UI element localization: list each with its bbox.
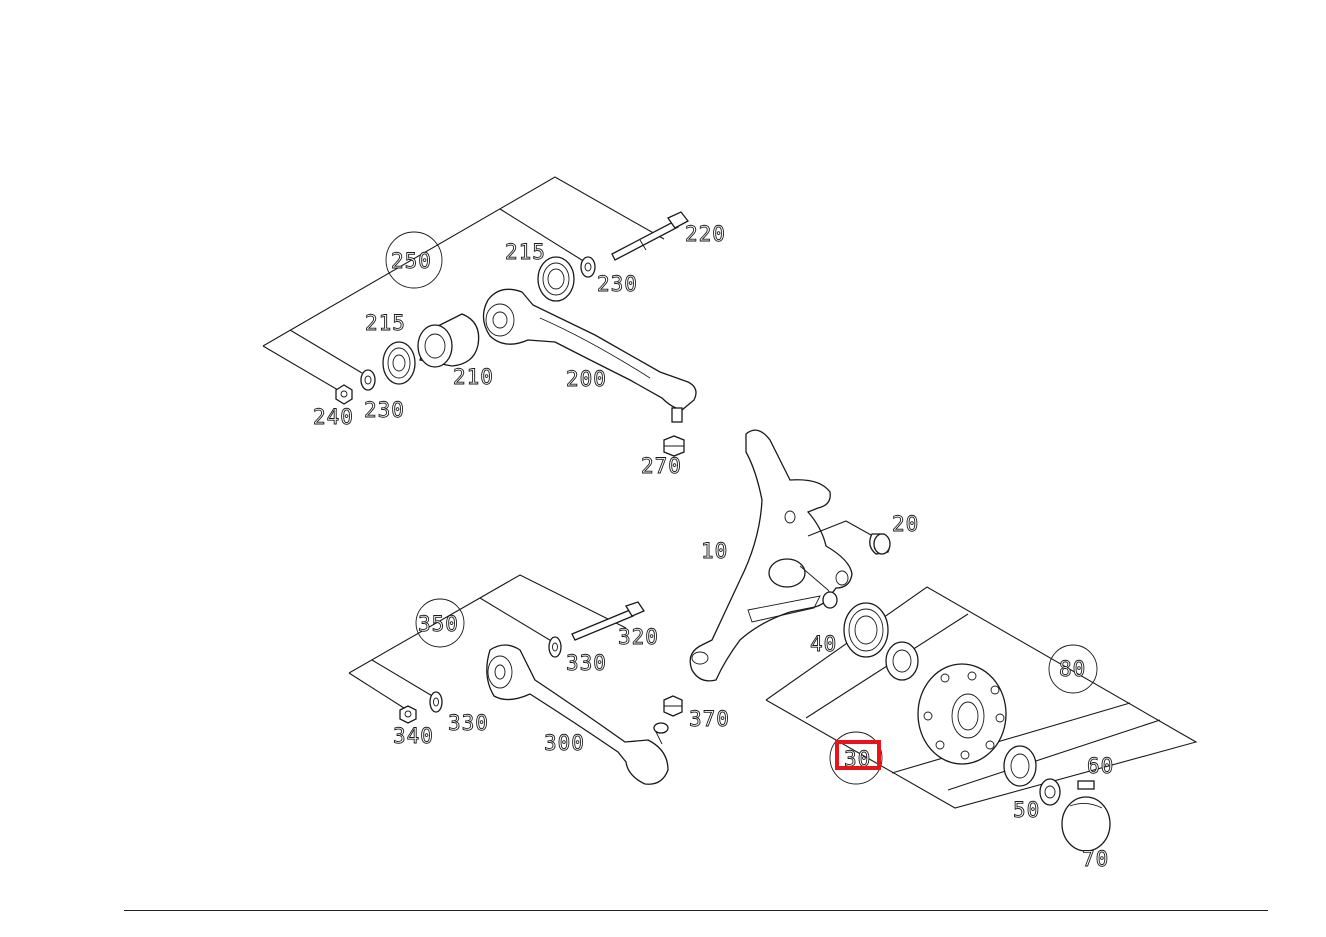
washer-230-upper-icon[interactable] — [580, 256, 596, 278]
label-20[interactable]: 20 — [892, 512, 919, 537]
label-215-lower[interactable]: 215 — [365, 311, 406, 336]
bushing-215-lower-icon[interactable] — [382, 341, 416, 385]
label-70[interactable]: 70 — [1082, 847, 1109, 872]
label-330-upper[interactable]: 330 — [566, 651, 607, 676]
screw-60-icon[interactable] — [1077, 780, 1095, 790]
lower-arm-300-icon[interactable] — [486, 644, 669, 785]
wheel-hub-icon[interactable] — [917, 663, 1007, 765]
label-200[interactable]: 200 — [566, 367, 607, 392]
nut-240-icon[interactable] — [335, 384, 353, 405]
label-270[interactable]: 270 — [641, 454, 682, 479]
bearing-inner-icon[interactable] — [885, 641, 919, 681]
bushing-20-icon[interactable] — [869, 533, 891, 555]
bearing-outer-icon[interactable] — [1003, 745, 1037, 787]
callout-circle-80 — [1048, 644, 1098, 694]
label-40[interactable]: 40 — [810, 632, 837, 657]
label-215-upper[interactable]: 215 — [505, 240, 546, 265]
label-80[interactable]: 80 — [1059, 657, 1086, 682]
label-230-upper[interactable]: 230 — [597, 272, 638, 297]
label-230-lower[interactable]: 230 — [364, 398, 405, 423]
nut-370-icon[interactable] — [663, 695, 683, 717]
nut-340-icon[interactable] — [399, 705, 417, 724]
label-210[interactable]: 210 — [453, 365, 494, 390]
steering-knuckle-10-icon[interactable] — [689, 429, 853, 682]
washer-330-upper-icon[interactable] — [548, 636, 562, 658]
bolt-220-icon[interactable] — [611, 211, 689, 261]
bearing-40-icon[interactable] — [843, 602, 889, 658]
label-350[interactable]: 350 — [418, 612, 459, 637]
bolt-320-icon[interactable] — [571, 601, 645, 641]
label-250[interactable]: 250 — [391, 249, 432, 274]
label-370[interactable]: 370 — [689, 707, 730, 732]
washer-330-lower-icon[interactable] — [429, 691, 443, 713]
nut-270-icon[interactable] — [663, 435, 685, 457]
bushing-215-upper-icon[interactable] — [537, 256, 575, 302]
bushing-210-icon[interactable] — [417, 313, 480, 368]
group-350-leader-lines — [348, 574, 627, 709]
part-labels: 10 20 30 40 50 60 70 80 200 210 215 215 … — [313, 222, 1114, 872]
clamp-nut-50-icon[interactable] — [1039, 778, 1061, 806]
label-240[interactable]: 240 — [313, 405, 354, 430]
group-250-leader-lines — [262, 176, 665, 391]
highlight-box-part-30[interactable] — [835, 740, 881, 770]
label-10[interactable]: 10 — [701, 539, 728, 564]
group-20-leader-lines — [807, 520, 881, 541]
footer-divider — [124, 910, 1268, 911]
label-320[interactable]: 320 — [618, 625, 659, 650]
callout-circle-30 — [829, 731, 883, 785]
label-60[interactable]: 60 — [1087, 754, 1114, 779]
label-300[interactable]: 300 — [544, 731, 585, 756]
washer-230-lower-icon[interactable] — [360, 369, 376, 391]
label-330-lower[interactable]: 330 — [448, 711, 489, 736]
label-50[interactable]: 50 — [1013, 798, 1040, 823]
control-arm-200-icon[interactable] — [482, 288, 697, 423]
label-220[interactable]: 220 — [685, 222, 726, 247]
cap-70-icon[interactable] — [1061, 796, 1111, 852]
callout-circle-250 — [385, 231, 443, 289]
label-340[interactable]: 340 — [393, 724, 434, 749]
callout-circle-350 — [415, 598, 465, 648]
